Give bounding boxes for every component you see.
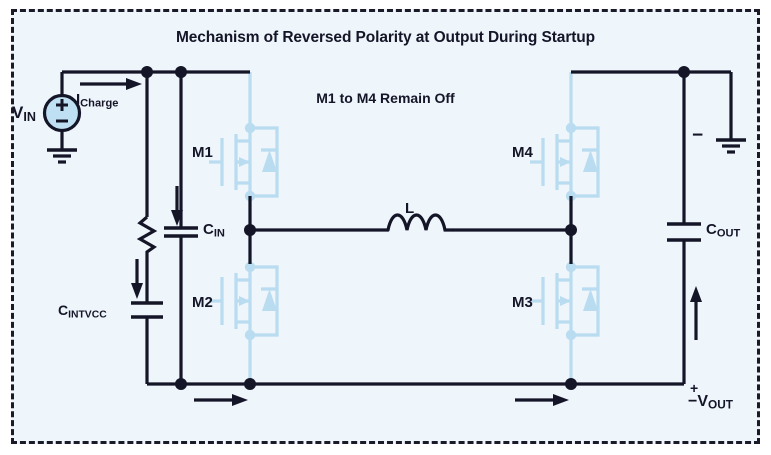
capacitor-cout [667,222,701,242]
ground-output [716,138,746,154]
resistor-intvcc [136,215,158,257]
label-m2: M2 [192,294,213,311]
label-cout-sub: OUT [716,227,741,240]
mosfet-m1 [209,72,279,228]
junction-dot-top-cin [175,66,187,78]
label-inductor: L [405,200,415,217]
inductor-l [386,213,454,232]
label-vin: VIN [12,104,36,123]
capacitor-cin [164,226,198,238]
arrow-bottom-right [515,394,569,406]
label-vout-main: −V [688,393,709,410]
junction-dot-sw-left [244,224,256,236]
label-cin-sub: IN [213,227,225,240]
junction-dot-top-right [678,66,690,78]
mosfet-m4 [530,72,600,228]
figure-dashed-border [11,9,760,444]
label-vin-main: V [12,103,24,122]
arrow-cintvcc-charge [131,259,143,299]
junction-dot-bottom-cin [175,378,187,390]
arrow-icharge [80,78,142,90]
arrow-cin-charge [171,186,183,226]
label-vout: −VOUT [688,394,733,411]
junction-dot-top-left [141,66,153,78]
label-m3: M3 [512,294,533,311]
label-cout-main: C [706,221,717,238]
label-m1: M1 [192,144,213,161]
label-cintvcc-sub2: CC [91,309,107,321]
voltage-source-vin [42,93,82,133]
figure-title: Mechanism of Reversed Polarity at Output… [175,29,596,46]
label-cout: COUT [706,222,740,240]
arrow-cout-up [690,286,702,340]
capacitor-cintvcc [131,301,163,319]
label-cin-main: C [203,221,214,238]
junction-dot-bottom-m3 [565,378,577,390]
label-icharge-main: I [76,91,81,108]
figure-subtitle: M1 to M4 Remain Off [316,90,455,106]
junction-dot-sw-right [565,224,577,236]
label-vin-sub: IN [23,109,36,124]
mosfet-m3 [530,232,600,384]
current-arrows [80,78,702,406]
label-cintvcc-sub: INTV [68,309,92,321]
label-icharge: ICharge [76,92,118,110]
polarity-minus-output: − [692,125,704,146]
label-cintvcc-main: C [58,302,69,318]
ground-input [47,148,77,164]
label-vout-sub: OUT [708,397,733,412]
label-icharge-sub: Charge [80,97,119,110]
junction-dots [141,66,690,390]
label-cin: CIN [203,222,225,240]
junction-dot-bottom-m2 [244,378,256,390]
mosfet-m2 [209,232,279,384]
arrow-bottom-left [194,394,248,406]
wiring [60,70,733,386]
label-m4: M4 [512,144,533,161]
polarity-plus-output: + [690,380,699,396]
